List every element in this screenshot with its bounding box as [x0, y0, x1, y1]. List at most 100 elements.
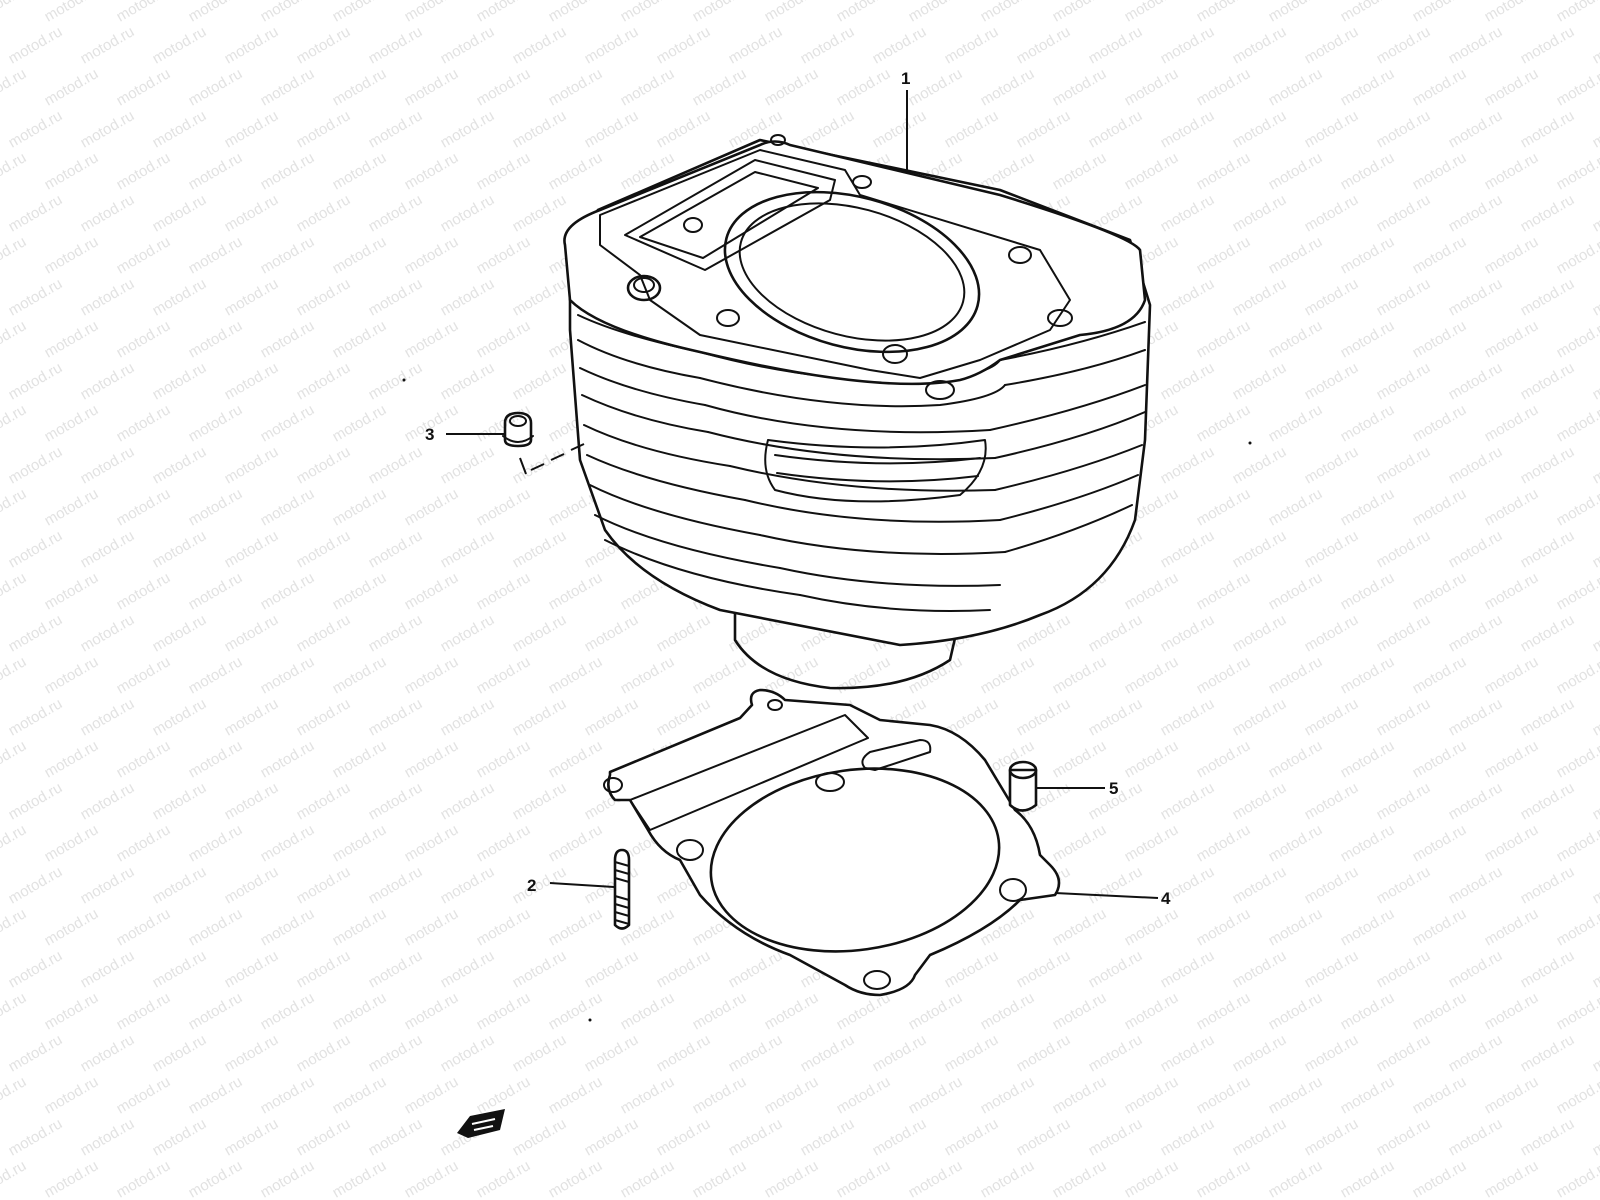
watermark-text: motod.ru [1374, 191, 1434, 235]
watermark-text: motod.ru [870, 1115, 930, 1159]
dowel-pin-part-5[interactable] [1008, 760, 1038, 812]
watermark-text: motod.ru [474, 905, 534, 949]
watermark-text: motod.ru [1266, 821, 1326, 865]
watermark-text: motod.ru [978, 1157, 1038, 1200]
watermark-text: motod.ru [1230, 359, 1290, 403]
watermark-text: motod.ru [258, 737, 318, 781]
watermark-text: motod.ru [438, 695, 498, 739]
callout-4[interactable]: 4 [1161, 889, 1171, 908]
nut-part-3[interactable] [502, 411, 534, 448]
watermark-text: motod.ru [1446, 527, 1506, 571]
base-gasket-part-4[interactable] [603, 688, 1061, 997]
watermark-text: motod.ru [1302, 863, 1362, 907]
watermark-text: motod.ru [1158, 1115, 1218, 1159]
callout-1[interactable]: 1 [901, 69, 910, 88]
watermark-text: motod.ru [150, 107, 210, 151]
watermark-text: motod.ru [222, 275, 282, 319]
watermark-text: motod.ru [1410, 1157, 1470, 1200]
watermark-text: motod.ru [1230, 1031, 1290, 1075]
watermark-text: motod.ru [1302, 23, 1362, 67]
watermark-text: motod.ru [1266, 233, 1326, 277]
watermark-text: motod.ru [1266, 401, 1326, 445]
watermark-text: motod.ru [150, 191, 210, 235]
watermark-text: motod.ru [150, 23, 210, 67]
watermark-text: motod.ru [222, 779, 282, 823]
watermark-text: motod.ru [1554, 485, 1600, 529]
watermark-text: motod.ru [78, 947, 138, 991]
watermark-text: motod.ru [1194, 905, 1254, 949]
watermark-text: motod.ru [1014, 1115, 1074, 1159]
watermark-text: motod.ru [1446, 443, 1506, 487]
watermark-text: motod.ru [1302, 527, 1362, 571]
watermark-text: motod.ru [1086, 611, 1146, 655]
watermark-text: motod.ru [186, 737, 246, 781]
watermark-text: motod.ru [1482, 821, 1542, 865]
watermark-text: motod.ru [1374, 611, 1434, 655]
watermark-text: motod.ru [906, 653, 966, 697]
watermark-text: motod.ru [1014, 107, 1074, 151]
watermark-text: motod.ru [42, 653, 102, 697]
watermark-text: motod.ru [1482, 989, 1542, 1033]
watermark-text: motod.ru [1590, 779, 1600, 823]
callout-5[interactable]: 5 [1109, 779, 1118, 798]
watermark-text: motod.ru [546, 1157, 606, 1200]
watermark-text: motod.ru [78, 275, 138, 319]
watermark-text: motod.ru [870, 1031, 930, 1075]
watermark-text: motod.ru [78, 527, 138, 571]
watermark-text: motod.ru [1554, 989, 1600, 1033]
watermark-text: motod.ru [78, 359, 138, 403]
watermark-text: motod.ru [0, 905, 29, 949]
watermark-text: motod.ru [1302, 1031, 1362, 1075]
watermark-text: motod.ru [1374, 527, 1434, 571]
watermark-text: motod.ru [654, 947, 714, 991]
watermark-text: motod.ru [114, 401, 174, 445]
watermark-text: motod.ru [1158, 527, 1218, 571]
watermark-text: motod.ru [402, 653, 462, 697]
watermark-text: motod.ru [6, 191, 66, 235]
watermark-text: motod.ru [1194, 149, 1254, 193]
watermark-text: motod.ru [330, 65, 390, 109]
watermark-text: motod.ru [1158, 191, 1218, 235]
watermark-text: motod.ru [690, 989, 750, 1033]
watermark-text: motod.ru [402, 485, 462, 529]
watermark-text: motod.ru [78, 1031, 138, 1075]
watermark-text: motod.ru [798, 107, 858, 151]
stud-part-2[interactable] [613, 848, 631, 930]
speck [402, 378, 406, 382]
watermark-text: motod.ru [42, 569, 102, 613]
watermark-text: motod.ru [870, 23, 930, 67]
watermark-text: motod.ru [42, 233, 102, 277]
watermark-text: motod.ru [6, 527, 66, 571]
watermark-text: motod.ru [1302, 695, 1362, 739]
watermark-text: motod.ru [1590, 191, 1600, 235]
watermark-text: motod.ru [942, 23, 1002, 67]
watermark-text: motod.ru [78, 443, 138, 487]
watermark-text: motod.ru [402, 233, 462, 277]
watermark-text: motod.ru [0, 653, 29, 697]
watermark-text: motod.ru [1554, 233, 1600, 277]
watermark-text: motod.ru [1302, 275, 1362, 319]
callout-2[interactable]: 2 [527, 876, 536, 895]
watermark-text: motod.ru [258, 1157, 318, 1200]
watermark-text: motod.ru [1446, 611, 1506, 655]
watermark-text: motod.ru [1194, 0, 1254, 25]
watermark-text: motod.ru [258, 905, 318, 949]
watermark-text: motod.ru [114, 821, 174, 865]
watermark-text: motod.ru [1158, 1031, 1218, 1075]
watermark-text: motod.ru [1266, 485, 1326, 529]
watermark-text: motod.ru [1122, 149, 1182, 193]
watermark-text: motod.ru [1518, 107, 1578, 151]
watermark-text: motod.ru [690, 1157, 750, 1200]
watermark-text: motod.ru [1266, 905, 1326, 949]
callout-3[interactable]: 3 [425, 425, 434, 444]
watermark-text: motod.ru [906, 989, 966, 1033]
watermark-text: motod.ru [186, 989, 246, 1033]
watermark-text: motod.ru [294, 779, 354, 823]
watermark-text: motod.ru [330, 1073, 390, 1117]
cylinder-part-1[interactable] [563, 134, 1152, 690]
watermark-text: motod.ru [474, 737, 534, 781]
stud-thread-marks [614, 861, 630, 925]
watermark-text: motod.ru [1446, 863, 1506, 907]
watermark-text: motod.ru [798, 1031, 858, 1075]
watermark-text: motod.ru [1518, 443, 1578, 487]
